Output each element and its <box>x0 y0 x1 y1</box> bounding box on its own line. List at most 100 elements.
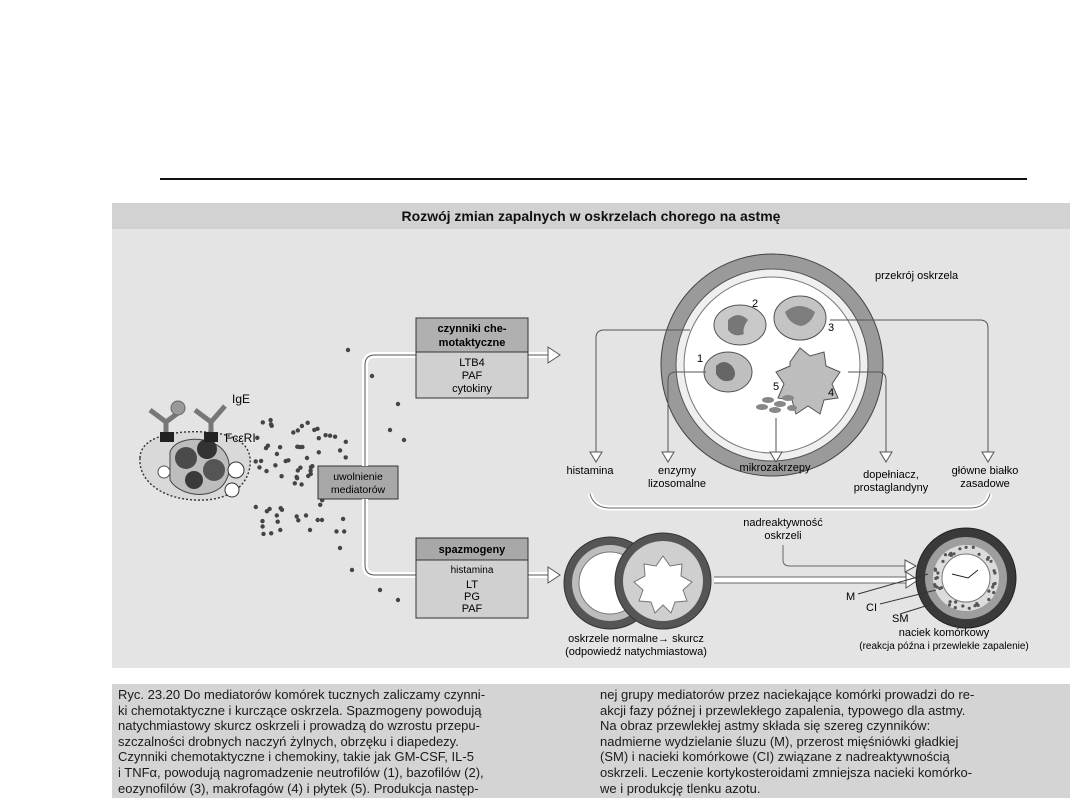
mediator-dot <box>318 502 323 507</box>
mediator-dot <box>274 451 280 457</box>
cell-number-1: 1 <box>697 353 703 365</box>
fceri-receptor-group <box>148 400 227 442</box>
mediator-dot <box>294 474 299 480</box>
convergence-bracket <box>587 493 993 511</box>
caption-right-column: nej grupy mediatorów przez naciekające k… <box>600 687 974 796</box>
mediator-dot <box>337 545 343 551</box>
mediator-dot <box>332 434 338 439</box>
mediator-dot <box>294 514 299 519</box>
infiltrate-cell <box>977 552 981 556</box>
chemo-item: LTB4 <box>459 357 484 369</box>
mediator-dot <box>295 428 300 433</box>
caption-line: ki chemotaktyczne i kurczące oskrzela. S… <box>118 702 482 718</box>
granule-release <box>157 465 171 479</box>
mediator-dot <box>292 481 297 486</box>
mediator-dot <box>253 504 258 510</box>
mediator-dot <box>264 468 269 474</box>
spasm-item: LT <box>466 579 478 591</box>
infiltrate-cell <box>935 576 939 580</box>
infiltrate-cell <box>947 603 952 607</box>
mediator-dot <box>310 464 315 469</box>
layer-pointer-m <box>857 573 929 595</box>
chemo-item: cytokiny <box>452 383 492 395</box>
mediator-dot <box>275 519 280 524</box>
infiltrate-cell <box>987 597 991 602</box>
spasmogens-box: spazmogeny histamina LT PG PAF <box>415 537 529 619</box>
hyperreactivity-label-2: oskrzeli <box>764 530 801 542</box>
mediator-dot <box>261 531 266 537</box>
mediator-dot <box>315 517 320 523</box>
mediator-dot <box>265 443 271 448</box>
mediator-dot <box>268 417 273 423</box>
mediator-label: mikrozakrzepy <box>740 462 811 474</box>
infiltrate-cell <box>952 552 956 556</box>
infiltrate-cell <box>933 583 937 587</box>
mediator-dot <box>387 427 393 433</box>
infiltrate-cell <box>989 559 993 563</box>
infiltrate-cell <box>973 604 977 608</box>
mediator-dot <box>323 433 328 438</box>
normal-caption-2: (odpowiedź natychmiastowa) <box>565 646 707 658</box>
mediator-dot <box>303 513 309 518</box>
mediator-dot <box>260 518 265 524</box>
chemo-header-1: czynniki che- <box>437 323 506 335</box>
hyperreactivity-arrow <box>782 545 905 567</box>
mediator-dot <box>279 474 284 479</box>
cell-infiltrate <box>933 545 997 610</box>
infiltrate-cell <box>991 585 995 589</box>
mediator-dot <box>340 516 346 522</box>
mediator-dot <box>269 531 274 536</box>
mediator-dot <box>258 458 264 464</box>
fceri-label: FcεRI <box>225 431 256 445</box>
mediator-dot <box>299 482 304 487</box>
caption-line: we i produkcję tlenku azotu. <box>600 780 761 796</box>
mediator-label: prostaglandyny <box>854 482 929 494</box>
mediator-dot <box>283 458 288 464</box>
infiltrate-cell <box>948 600 952 604</box>
infiltrate-cell <box>992 569 996 573</box>
bronchus-cross-section: 1 2 3 4 5 <box>660 253 884 477</box>
chemo-item: PAF <box>462 370 483 382</box>
infiltrate-cell <box>936 571 940 575</box>
mediator-dot <box>273 463 278 468</box>
mediator-label: histamina <box>566 465 614 477</box>
infiltrate-caption-2: (reakcja późna i przewlekłe zapalenie) <box>859 641 1029 652</box>
infiltrate-cell <box>953 606 957 610</box>
mediator-dot <box>316 436 321 441</box>
infiltrate-cell <box>943 553 948 557</box>
mediator-arrows <box>589 319 995 463</box>
mediator-dot <box>253 459 258 464</box>
mediator-dot <box>316 450 321 455</box>
mediator-dot <box>268 422 274 427</box>
cell-number-2: 2 <box>752 298 758 310</box>
mediator-dots <box>253 347 407 603</box>
cell-number-4: 4 <box>828 387 834 399</box>
caption-line: i TNFα, powodują nagromadzenie neutrofil… <box>118 764 484 780</box>
mediator-dot <box>312 427 317 433</box>
caption-left-column: Ryc. 23.20 Do mediatorów komórek tucznyc… <box>118 687 485 796</box>
mediator-dot <box>274 513 279 518</box>
caption-line: nej grupy mediatorów przez naciekające k… <box>600 687 975 702</box>
mediator-dot <box>349 567 355 573</box>
mediator-dot <box>260 524 265 529</box>
infiltrate-cell <box>958 547 962 551</box>
mediator-dot <box>304 455 310 461</box>
spasm-header: spazmogeny <box>439 544 507 556</box>
granule <box>185 471 203 489</box>
infiltrate-cell <box>992 582 996 586</box>
mediator-dot <box>327 433 333 438</box>
release-line-1: uwolnienie <box>333 471 383 483</box>
mediator-dot <box>308 471 313 477</box>
platelets <box>756 395 797 413</box>
caption-line: (SM) i nacieki komórkowe (CI) związane z… <box>600 749 950 765</box>
mediator-dot <box>260 420 265 425</box>
mediator-dot <box>343 455 348 460</box>
mediator-dot <box>264 509 270 514</box>
chemo-header-2: motaktyczne <box>439 337 506 349</box>
infiltrate-caption-1: naciek komórkowy <box>899 627 990 639</box>
horizontal-rule <box>160 178 1027 180</box>
infiltrate-cell <box>986 556 991 560</box>
granule <box>197 439 217 459</box>
contracted-lumen <box>633 555 693 614</box>
